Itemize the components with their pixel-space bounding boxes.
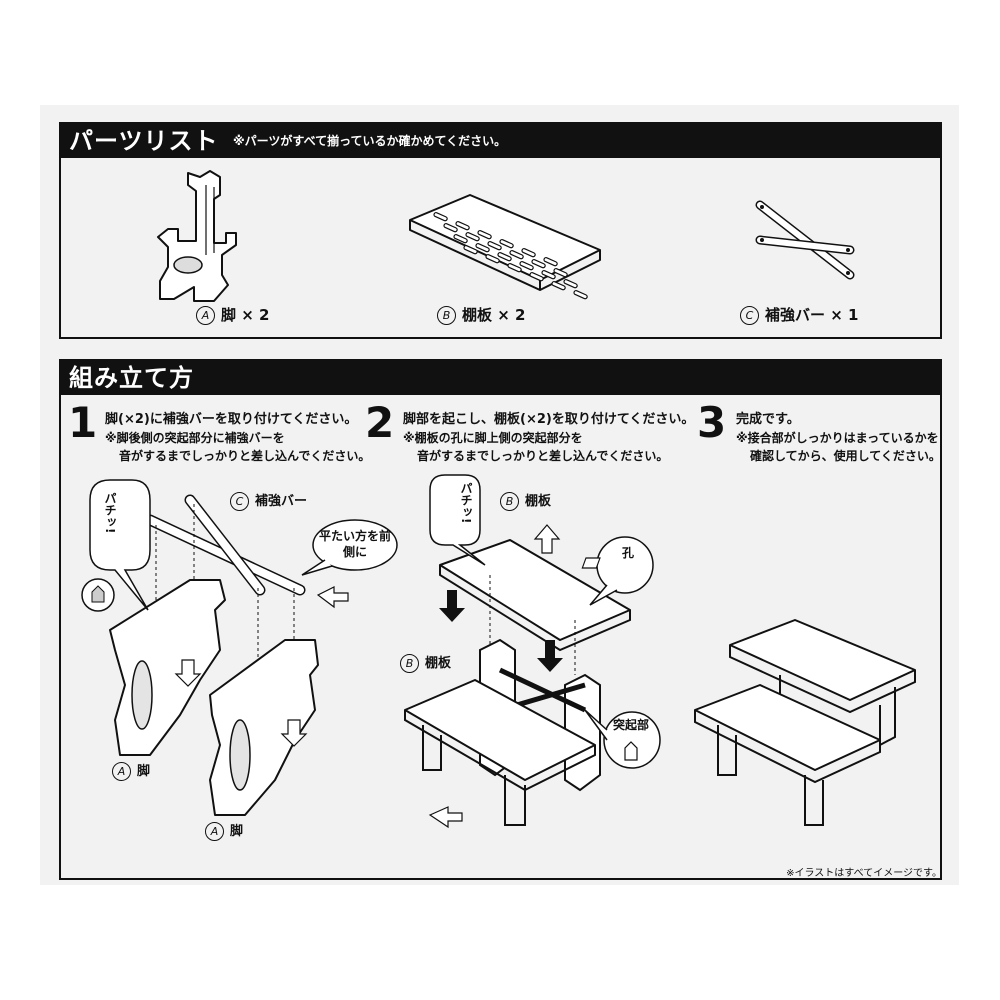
step-3-number: 3 xyxy=(697,398,727,447)
part-a-caption: A 脚 × 2 xyxy=(196,304,269,325)
shelf-slot xyxy=(477,230,492,240)
shelf-slot xyxy=(453,234,468,244)
shelf-slot xyxy=(443,223,458,233)
step-3-illustration xyxy=(694,619,916,826)
step-2-protrusion-label: 突起部 xyxy=(612,718,649,732)
step-2-note-line1: ※棚板の孔に脚上側の突起部分を xyxy=(403,431,583,445)
assembly-title: 組み立て方 xyxy=(69,364,194,392)
shelf-slot xyxy=(531,259,546,269)
step-2-number: 2 xyxy=(365,398,395,447)
step-1-leg-mark-2: A xyxy=(205,822,224,841)
cross-bar-illustration xyxy=(755,200,855,280)
shelf-slot xyxy=(519,261,534,271)
shelf-slot xyxy=(465,232,480,242)
step-2-shelf-mark-upper: B xyxy=(500,492,519,511)
assembly-header: 組み立て方 xyxy=(61,361,940,395)
shelf-slot xyxy=(485,254,500,264)
shelf-slot xyxy=(497,252,512,262)
step-1-flat-side-bubble: 平たい方を前側に xyxy=(318,529,391,559)
part-c-label: 補強バー × 1 xyxy=(765,306,859,324)
step-1-note-line1: ※脚後側の突起部分に補強バーを xyxy=(105,431,285,445)
shelf-slot xyxy=(509,250,524,260)
shelf-slot xyxy=(551,281,566,291)
footer-note: ※イラストはすべてイメージです。 xyxy=(786,868,942,879)
step-3-title: 完成です。 xyxy=(736,412,800,427)
shelf-slot xyxy=(573,290,588,300)
step-2-snap-bubble: パチッ! xyxy=(459,482,473,524)
shelf-slot xyxy=(529,272,544,282)
part-b-label: 棚板 × 2 xyxy=(462,306,526,324)
shelf-slot xyxy=(541,270,556,280)
shelf-slot xyxy=(433,212,448,222)
part-a-label: 脚 × 2 xyxy=(221,306,270,324)
step-2-shelf-mark-lower: B xyxy=(400,654,419,673)
shelf-slot xyxy=(507,263,522,273)
shelf-slot xyxy=(563,279,578,289)
part-c-mark: C xyxy=(740,306,759,325)
step-3-note-line2: 確認してから、使用してください。 xyxy=(750,449,941,463)
parts-list-header: パーツリスト ※パーツがすべて揃っているか確かめてください。 xyxy=(61,124,940,158)
step-2-illustration xyxy=(404,474,661,829)
step-1-note-line2: 音がするまでしっかりと差し込んでください。 xyxy=(119,449,371,463)
leg-part-illustration xyxy=(157,170,237,302)
part-c-caption: C 補強バー × 1 xyxy=(740,304,858,325)
step-1-bar-mark: C xyxy=(230,492,249,511)
step-2-note-line2: 音がするまでしっかりと差し込んでください。 xyxy=(417,449,669,463)
shelf-board-illustration xyxy=(409,194,601,300)
part-a-mark: A xyxy=(196,306,215,325)
part-b-mark: B xyxy=(437,306,456,325)
shelf-slot xyxy=(475,243,490,253)
shelf-slot xyxy=(487,241,502,251)
step-2-hole-label: 孔 xyxy=(621,546,634,560)
step-1-title: 脚(×2)に補強バーを取り付けてください。 xyxy=(105,412,358,427)
shelf-slot xyxy=(499,239,514,249)
shelf-slot xyxy=(543,257,558,267)
step-2-title: 脚部を起こし、棚板(×2)を取り付けてください。 xyxy=(403,412,695,427)
parts-list-note: ※パーツがすべて揃っているか確かめてください。 xyxy=(233,134,507,148)
parts-list-title: パーツリスト xyxy=(69,127,219,155)
shelf-slot xyxy=(455,221,470,231)
shelf-slot xyxy=(463,245,478,255)
step-3-note-line1: ※接合部がしっかりはまっているかを xyxy=(736,431,939,445)
step-1-number: 1 xyxy=(68,398,98,447)
step-1-snap-bubble: パチッ! xyxy=(103,492,117,534)
part-b-caption: B 棚板 × 2 xyxy=(437,304,525,325)
shelf-slot xyxy=(553,268,568,278)
shelf-slot xyxy=(521,248,536,258)
step-1-leg-mark-1: A xyxy=(112,762,131,781)
step-1-illustration xyxy=(81,479,398,816)
